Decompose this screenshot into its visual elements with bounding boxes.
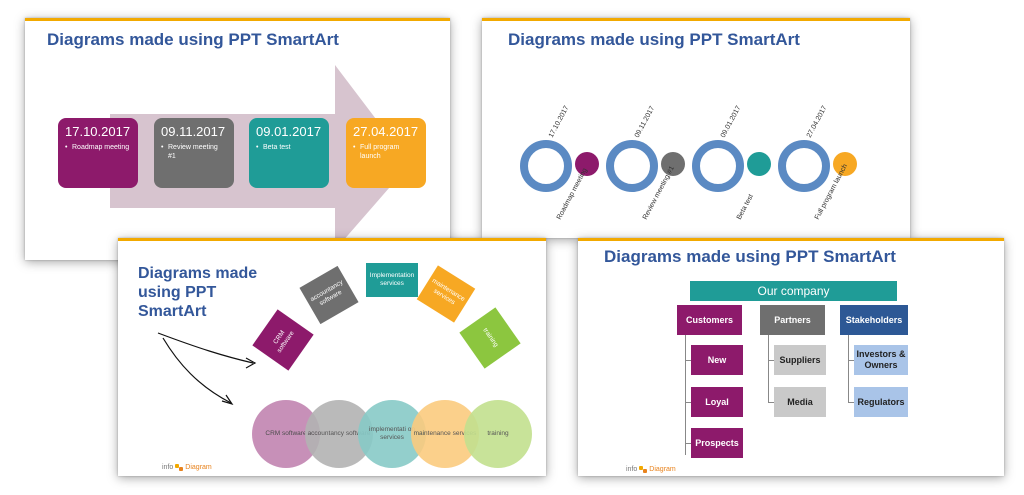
org-head-partners: Partners — [760, 305, 825, 335]
slide-title: Diagrams made using PPT SmartArt — [138, 264, 257, 321]
logo-text-b: Diagram — [649, 466, 676, 473]
infodiagram-logo: info Diagram — [162, 464, 212, 471]
timeline-date: 17.10.2017 — [547, 104, 571, 139]
timeline-date: 09.11.2017 — [633, 105, 657, 139]
slide-org-chart[interactable]: Diagrams made using PPT SmartArt Our com… — [578, 238, 1004, 476]
title-line: SmartArt — [138, 303, 207, 320]
timeline-desc: Full program launch — [353, 143, 419, 161]
connector — [848, 335, 849, 403]
arc-tag-implementation: Implementation services — [366, 263, 418, 297]
connector — [848, 402, 854, 403]
org-child-media: Media — [774, 387, 826, 417]
timeline-date: 27.04.2017 — [353, 124, 419, 139]
timeline-date: 09.01.2017 — [256, 124, 322, 139]
hand-drawn-arrows — [157, 332, 257, 406]
logo-text-a: info — [162, 464, 174, 471]
connector — [768, 402, 774, 403]
slide-title: Diagrams made using PPT SmartArt — [47, 30, 339, 49]
logo-mark-icon — [639, 466, 648, 473]
timeline-desc: Review meeting #1 — [161, 143, 227, 161]
logo-text-b: Diagram — [185, 464, 212, 471]
slide-top-accent — [578, 238, 1004, 241]
connector — [768, 335, 769, 403]
org-child-regulators: Regulators — [854, 387, 908, 417]
timeline-date: 09.01.2017 — [719, 104, 743, 139]
timeline-ring — [606, 140, 658, 192]
connector — [685, 335, 686, 455]
timeline-desc: Roadmap meeting — [65, 143, 131, 152]
timeline-box: 17.10.2017 Roadmap meeting — [58, 118, 138, 188]
logo-text-a: info — [626, 466, 638, 473]
org-child-suppliers: Suppliers — [774, 345, 826, 375]
connector — [768, 360, 774, 361]
venn-circle: training — [464, 400, 532, 468]
org-head-stakeholders: Stakeholders — [840, 305, 908, 335]
org-child-prospects: Prospects — [691, 428, 743, 458]
slide-title: Diagrams made using PPT SmartArt — [604, 247, 896, 266]
slide-timeline-rings[interactable]: Diagrams made using PPT SmartArt 17.10.2… — [482, 18, 910, 238]
timeline-ring — [778, 140, 830, 192]
timeline-ring — [692, 140, 744, 192]
connector — [848, 360, 854, 361]
timeline-box: 09.01.2017 Beta test — [249, 118, 329, 188]
timeline-date: 09.11.2017 — [161, 124, 226, 139]
title-line: using PPT — [138, 284, 217, 301]
slide-top-accent — [482, 18, 910, 21]
slide-top-accent — [25, 18, 450, 21]
infodiagram-logo: info Diagram — [626, 466, 676, 473]
timeline-desc: Beta test — [256, 143, 322, 152]
org-child-new: New — [691, 345, 743, 375]
timeline-dot — [833, 152, 857, 176]
timeline-ring — [520, 140, 572, 192]
timeline-box: 27.04.2017 Full program launch — [346, 118, 426, 188]
slide-arc-circles[interactable]: Diagrams made using PPT SmartArt CRM sof… — [118, 238, 546, 476]
timeline-dot — [661, 152, 685, 176]
org-child-investors: Investors & Owners — [854, 345, 908, 375]
timeline-date: 17.10.2017 — [65, 124, 131, 139]
timeline-date: 27.04.2017 — [805, 104, 829, 139]
timeline-box: 09.11.2017 Review meeting #1 — [154, 118, 234, 188]
title-line: Diagrams made — [138, 265, 258, 282]
timeline-dot — [575, 152, 599, 176]
connector — [685, 360, 691, 361]
timeline-desc: Beta test — [735, 193, 755, 221]
org-top-node: Our company — [690, 281, 897, 301]
connector — [685, 443, 691, 444]
org-child-loyal: Loyal — [691, 387, 743, 417]
slide-top-accent — [118, 238, 546, 241]
org-head-customers: Customers — [677, 305, 742, 335]
logo-mark-icon — [175, 464, 184, 471]
timeline-dot — [747, 152, 771, 176]
slide-timeline-arrow[interactable]: Diagrams made using PPT SmartArt 17.10.2… — [25, 18, 450, 260]
slide-title: Diagrams made using PPT SmartArt — [508, 30, 800, 49]
connector — [685, 402, 691, 403]
